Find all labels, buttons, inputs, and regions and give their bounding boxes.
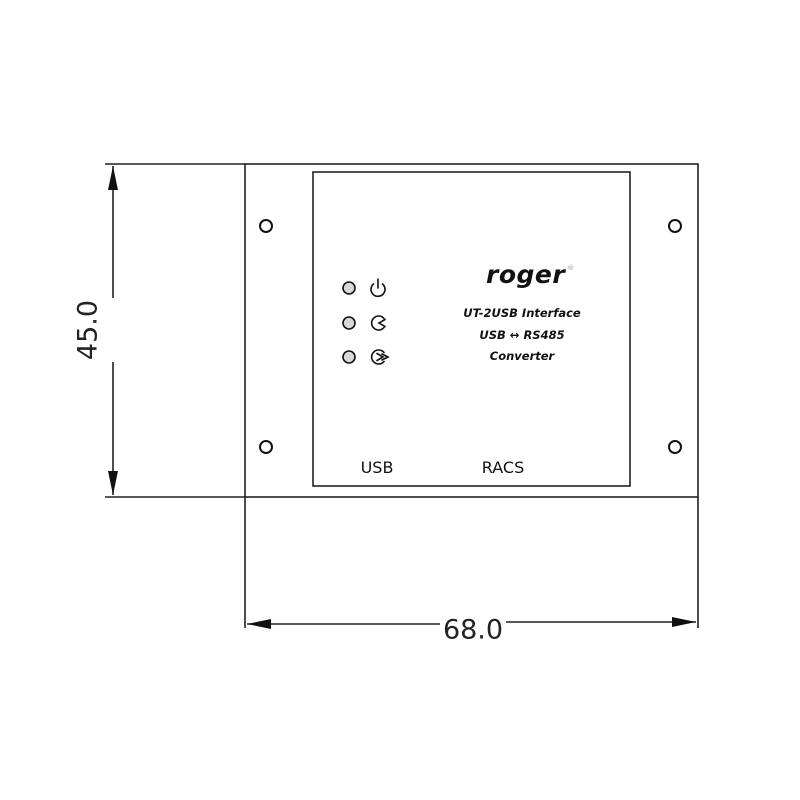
width-dimension-label: 68.0 (440, 614, 506, 646)
enclosure-outline (244, 163, 699, 498)
registered-mark: ® (567, 264, 575, 272)
port-label-racs: RACS (481, 458, 525, 477)
mounting-hole-icon (259, 219, 273, 233)
power-icon (370, 278, 386, 298)
product-interface: USB ↔ RS485 (479, 328, 565, 342)
led-transmit (342, 350, 356, 364)
receive-icon (370, 315, 386, 331)
arrowhead-left-icon (247, 619, 271, 629)
port-label-usb: USB (360, 458, 394, 477)
brand-logo: roger® (486, 262, 575, 287)
led-power (342, 281, 356, 295)
arrowhead-up-icon (108, 166, 118, 190)
brand-name: roger (486, 260, 566, 289)
mounting-hole-icon (668, 219, 682, 233)
led-receive (342, 316, 356, 330)
product-type: Converter (489, 349, 555, 363)
height-dimension-label: 45.0 (72, 297, 104, 363)
arrowhead-down-icon (108, 471, 118, 495)
product-name: UT-2USB Interface (463, 306, 581, 320)
front-label-outline (312, 171, 631, 487)
transmit-icon (370, 349, 390, 365)
arrowhead-right-icon (672, 617, 696, 627)
mounting-hole-icon (668, 440, 682, 454)
mounting-hole-icon (259, 440, 273, 454)
